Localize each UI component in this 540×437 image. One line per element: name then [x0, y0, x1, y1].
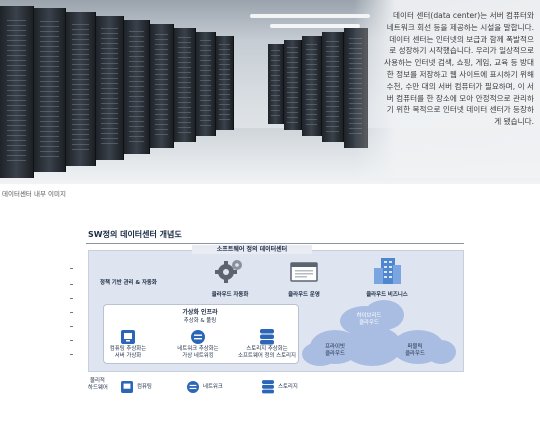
- server-rack: [0, 6, 34, 178]
- private-cloud-line1: 프라이빗: [325, 344, 345, 350]
- network-abstraction-line2: 가상 네트워킹: [182, 353, 214, 359]
- server-rack: [150, 24, 174, 148]
- server-rack: [216, 36, 234, 130]
- storage-icon: [260, 329, 274, 345]
- hw-computing-icon: [121, 381, 133, 393]
- datacenter-photo: 데이터 센터(data center)는 서버 컴퓨터와 네트워크 회선 등을 …: [0, 0, 540, 184]
- hybrid-cloud-shape: [364, 300, 404, 330]
- private-cloud-line2: 클라우드: [325, 351, 345, 357]
- storage-abstraction-line1: 스토리지 추상화는: [246, 346, 288, 352]
- public-cloud-line2: 클라우드: [405, 351, 425, 357]
- computing-abstraction-line2: 서버 가상화: [114, 353, 142, 359]
- public-cloud-shape: [426, 340, 456, 364]
- margin-dot: [70, 284, 73, 285]
- margin-dot: [70, 326, 73, 327]
- article-body: 데이터 센터(data center)는 서버 컴퓨터와 네트워크 회선 등을 …: [384, 11, 534, 127]
- policy-label: 정책 기반 관리 & 자동화: [100, 280, 157, 286]
- hardware-label-line1: 물리적: [90, 378, 105, 384]
- server-rack: [174, 28, 196, 142]
- hybrid-cloud-line2: 클라우드: [359, 320, 379, 326]
- gear-icon: [214, 258, 244, 284]
- computing-abstraction-line1: 컴퓨팅 추상화는: [109, 346, 147, 352]
- sds-header: 소프트웨어 정의 데이터센터: [192, 245, 312, 254]
- cloud-operation-label: 클라우드 운영: [288, 292, 320, 298]
- storage-abstraction-line2: 소프트웨어 정의 스토리지: [238, 353, 296, 359]
- hybrid-cloud-line1: 하이브리드: [356, 313, 382, 319]
- server-rack: [302, 36, 322, 136]
- public-cloud-line1: 퍼블릭: [407, 344, 423, 350]
- diagram-title: SW정의 데이터센터 개념도: [88, 230, 182, 239]
- hw-network-label: 네트워크: [203, 384, 223, 390]
- photo-caption: 데이터센터 내부 이미지: [2, 190, 66, 198]
- title-divider: [86, 243, 464, 244]
- server-rack: [268, 44, 284, 124]
- ceiling-light: [250, 14, 370, 18]
- server-rack: [284, 40, 302, 130]
- article-text: 데이터 센터(data center)는 서버 컴퓨터와 네트워크 회선 등을 …: [354, 0, 540, 178]
- virtual-infra-subtitle: 추상화 & 풀링: [183, 318, 217, 324]
- margin-dot: [70, 268, 73, 269]
- hw-network-icon: [187, 381, 199, 393]
- cloud-business-label: 클라우드 비즈니스: [366, 292, 408, 298]
- cloud-cluster: [302, 292, 462, 372]
- server-rack: [196, 32, 216, 136]
- server-rack: [66, 12, 96, 166]
- server-rack: [96, 16, 124, 160]
- server-rack: [124, 20, 150, 154]
- hw-storage-label: 스토리지: [278, 384, 298, 390]
- margin-dot: [70, 312, 73, 313]
- server-rack: [322, 32, 344, 142]
- hw-storage-icon: [262, 380, 274, 394]
- text-backdrop: [354, 0, 540, 178]
- computing-icon: [121, 330, 135, 344]
- private-cloud-shape: [302, 342, 338, 366]
- network-icon: [191, 330, 205, 344]
- margin-dot: [70, 354, 73, 355]
- hardware-label-line2: 하드웨어: [88, 385, 108, 391]
- cloud-automation-label: 클라우드 자동화: [211, 292, 249, 298]
- hw-computing-label: 컴퓨팅: [137, 384, 152, 390]
- margin-dot: [70, 298, 73, 299]
- margin-dot: [70, 340, 73, 341]
- virtual-infra-title: 가상화 인프라: [182, 309, 218, 316]
- ceiling-light: [270, 24, 360, 28]
- buildings-icon: [372, 256, 402, 286]
- network-abstraction-line1: 네트워크 추상화는: [177, 346, 219, 352]
- monitor-icon: [290, 262, 318, 284]
- server-rack: [34, 8, 66, 172]
